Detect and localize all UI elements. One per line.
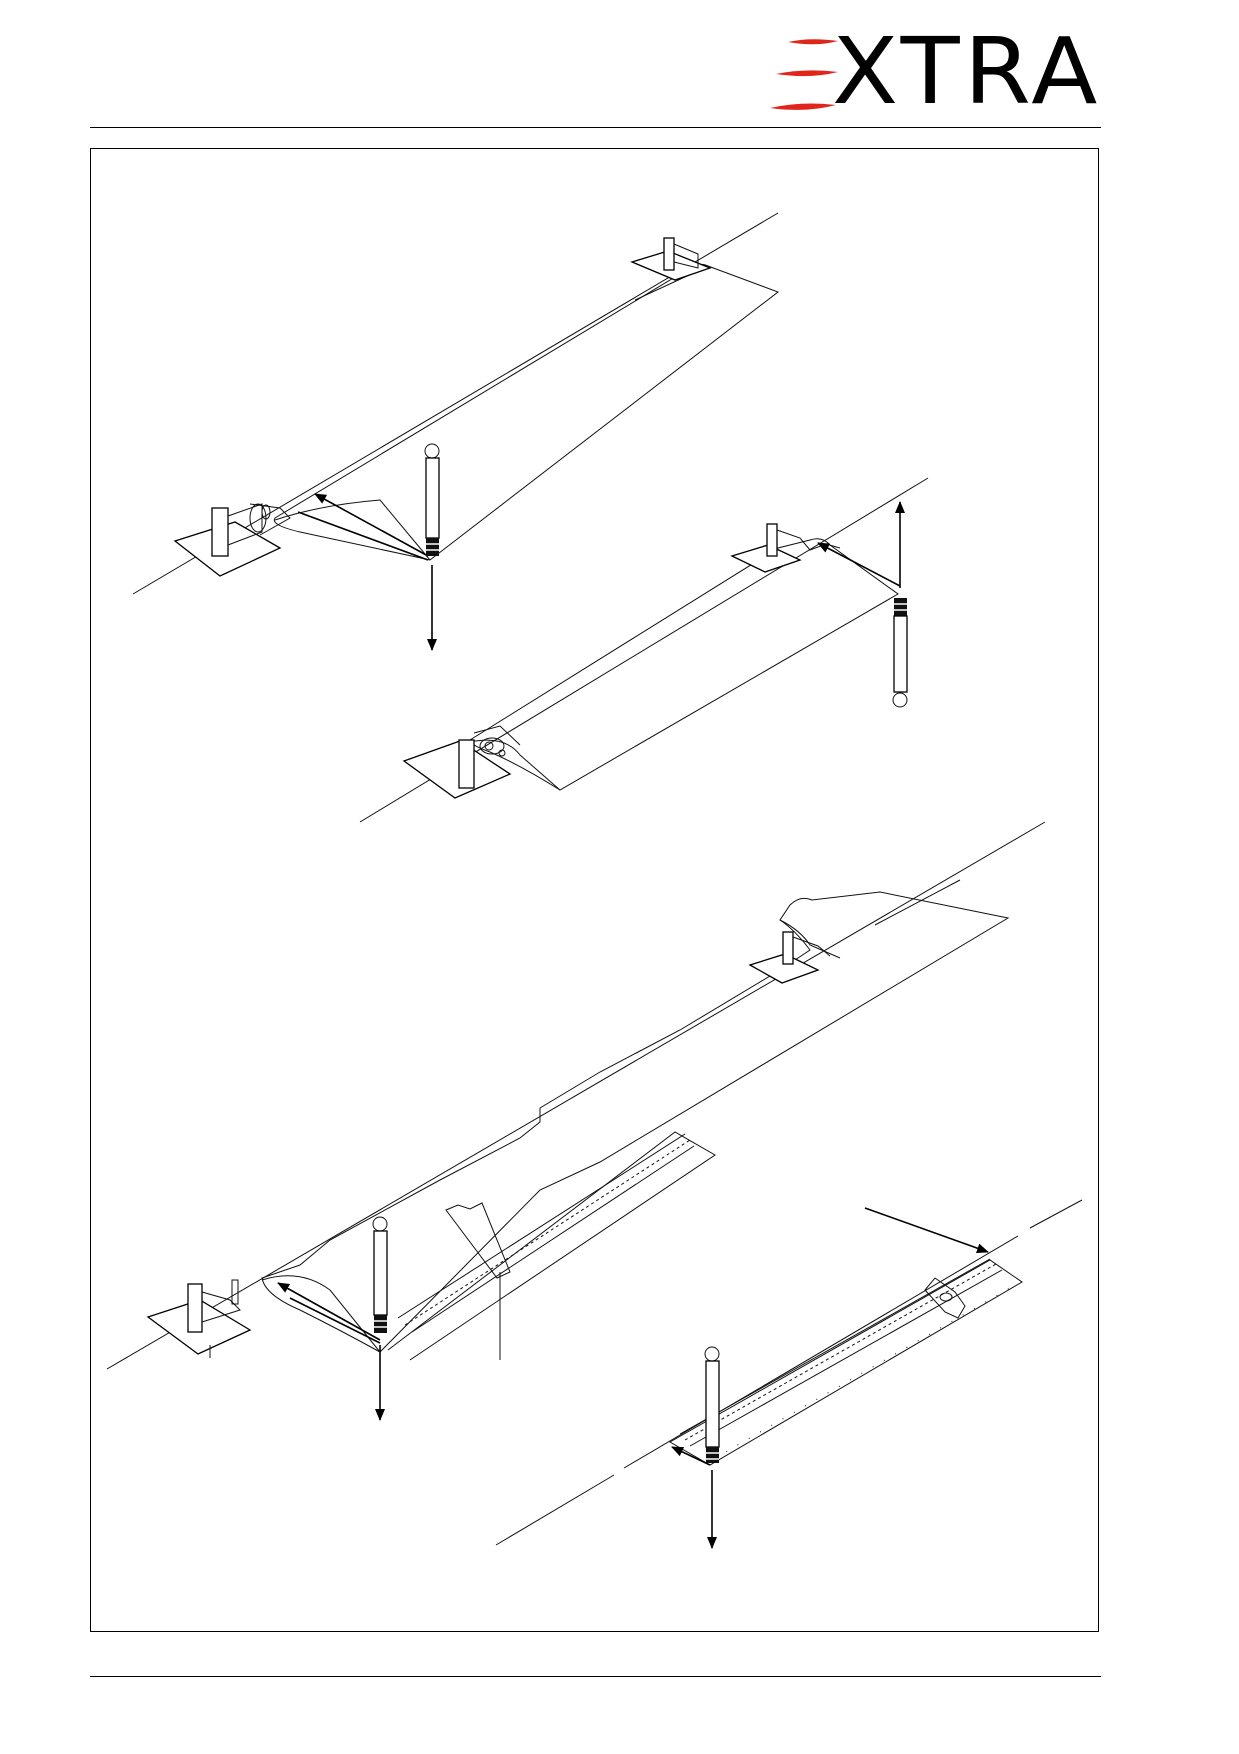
- aileron-balance-setup: [132, 212, 780, 651]
- rudder-balance-setup: [106, 821, 1046, 1421]
- elevator-balance-setup: [359, 477, 929, 823]
- hinge-panel-balance-setup: [495, 1199, 1083, 1549]
- figure-frame: [90, 148, 1099, 1632]
- logo-bars-icon: [770, 39, 838, 110]
- extra-logo: XTRA: [770, 26, 1105, 120]
- logo-text: XTRA: [832, 18, 1102, 125]
- footer-rule: [90, 1676, 1101, 1677]
- header-rule: [90, 127, 1101, 128]
